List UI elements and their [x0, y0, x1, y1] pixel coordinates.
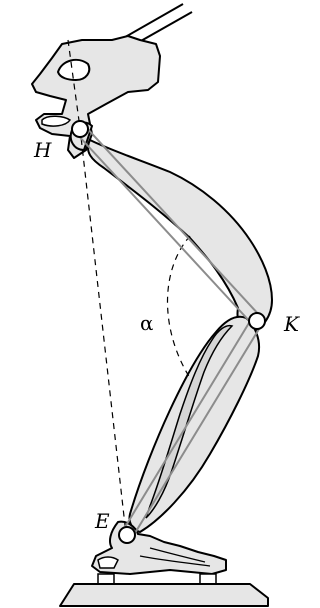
link-knee-ankle — [121, 317, 263, 539]
sole-plate — [59, 573, 269, 607]
pelvis-lower-opening — [41, 115, 72, 127]
link-hip-knee — [75, 124, 262, 326]
foot-heel-detail — [97, 556, 119, 569]
hip-label: H — [33, 138, 52, 162]
dashed-line-hip-to-ankle — [79, 127, 127, 535]
pelvis-inner-opening — [56, 58, 91, 82]
tibia-bone — [128, 315, 260, 533]
dashed-vertical-upper — [67, 39, 81, 129]
hip-joint — [71, 120, 89, 138]
foot-toe-lines — [139, 547, 211, 567]
knee-label: K — [283, 312, 300, 336]
knee-joint — [248, 312, 266, 330]
femur-bone — [86, 139, 273, 333]
ankle-joint — [118, 526, 136, 544]
reference-lines — [67, 39, 191, 535]
fibula-bone — [145, 324, 234, 519]
ankle-label: E — [94, 509, 110, 533]
angle-arc — [167, 235, 191, 379]
angle-label: α — [140, 311, 154, 335]
